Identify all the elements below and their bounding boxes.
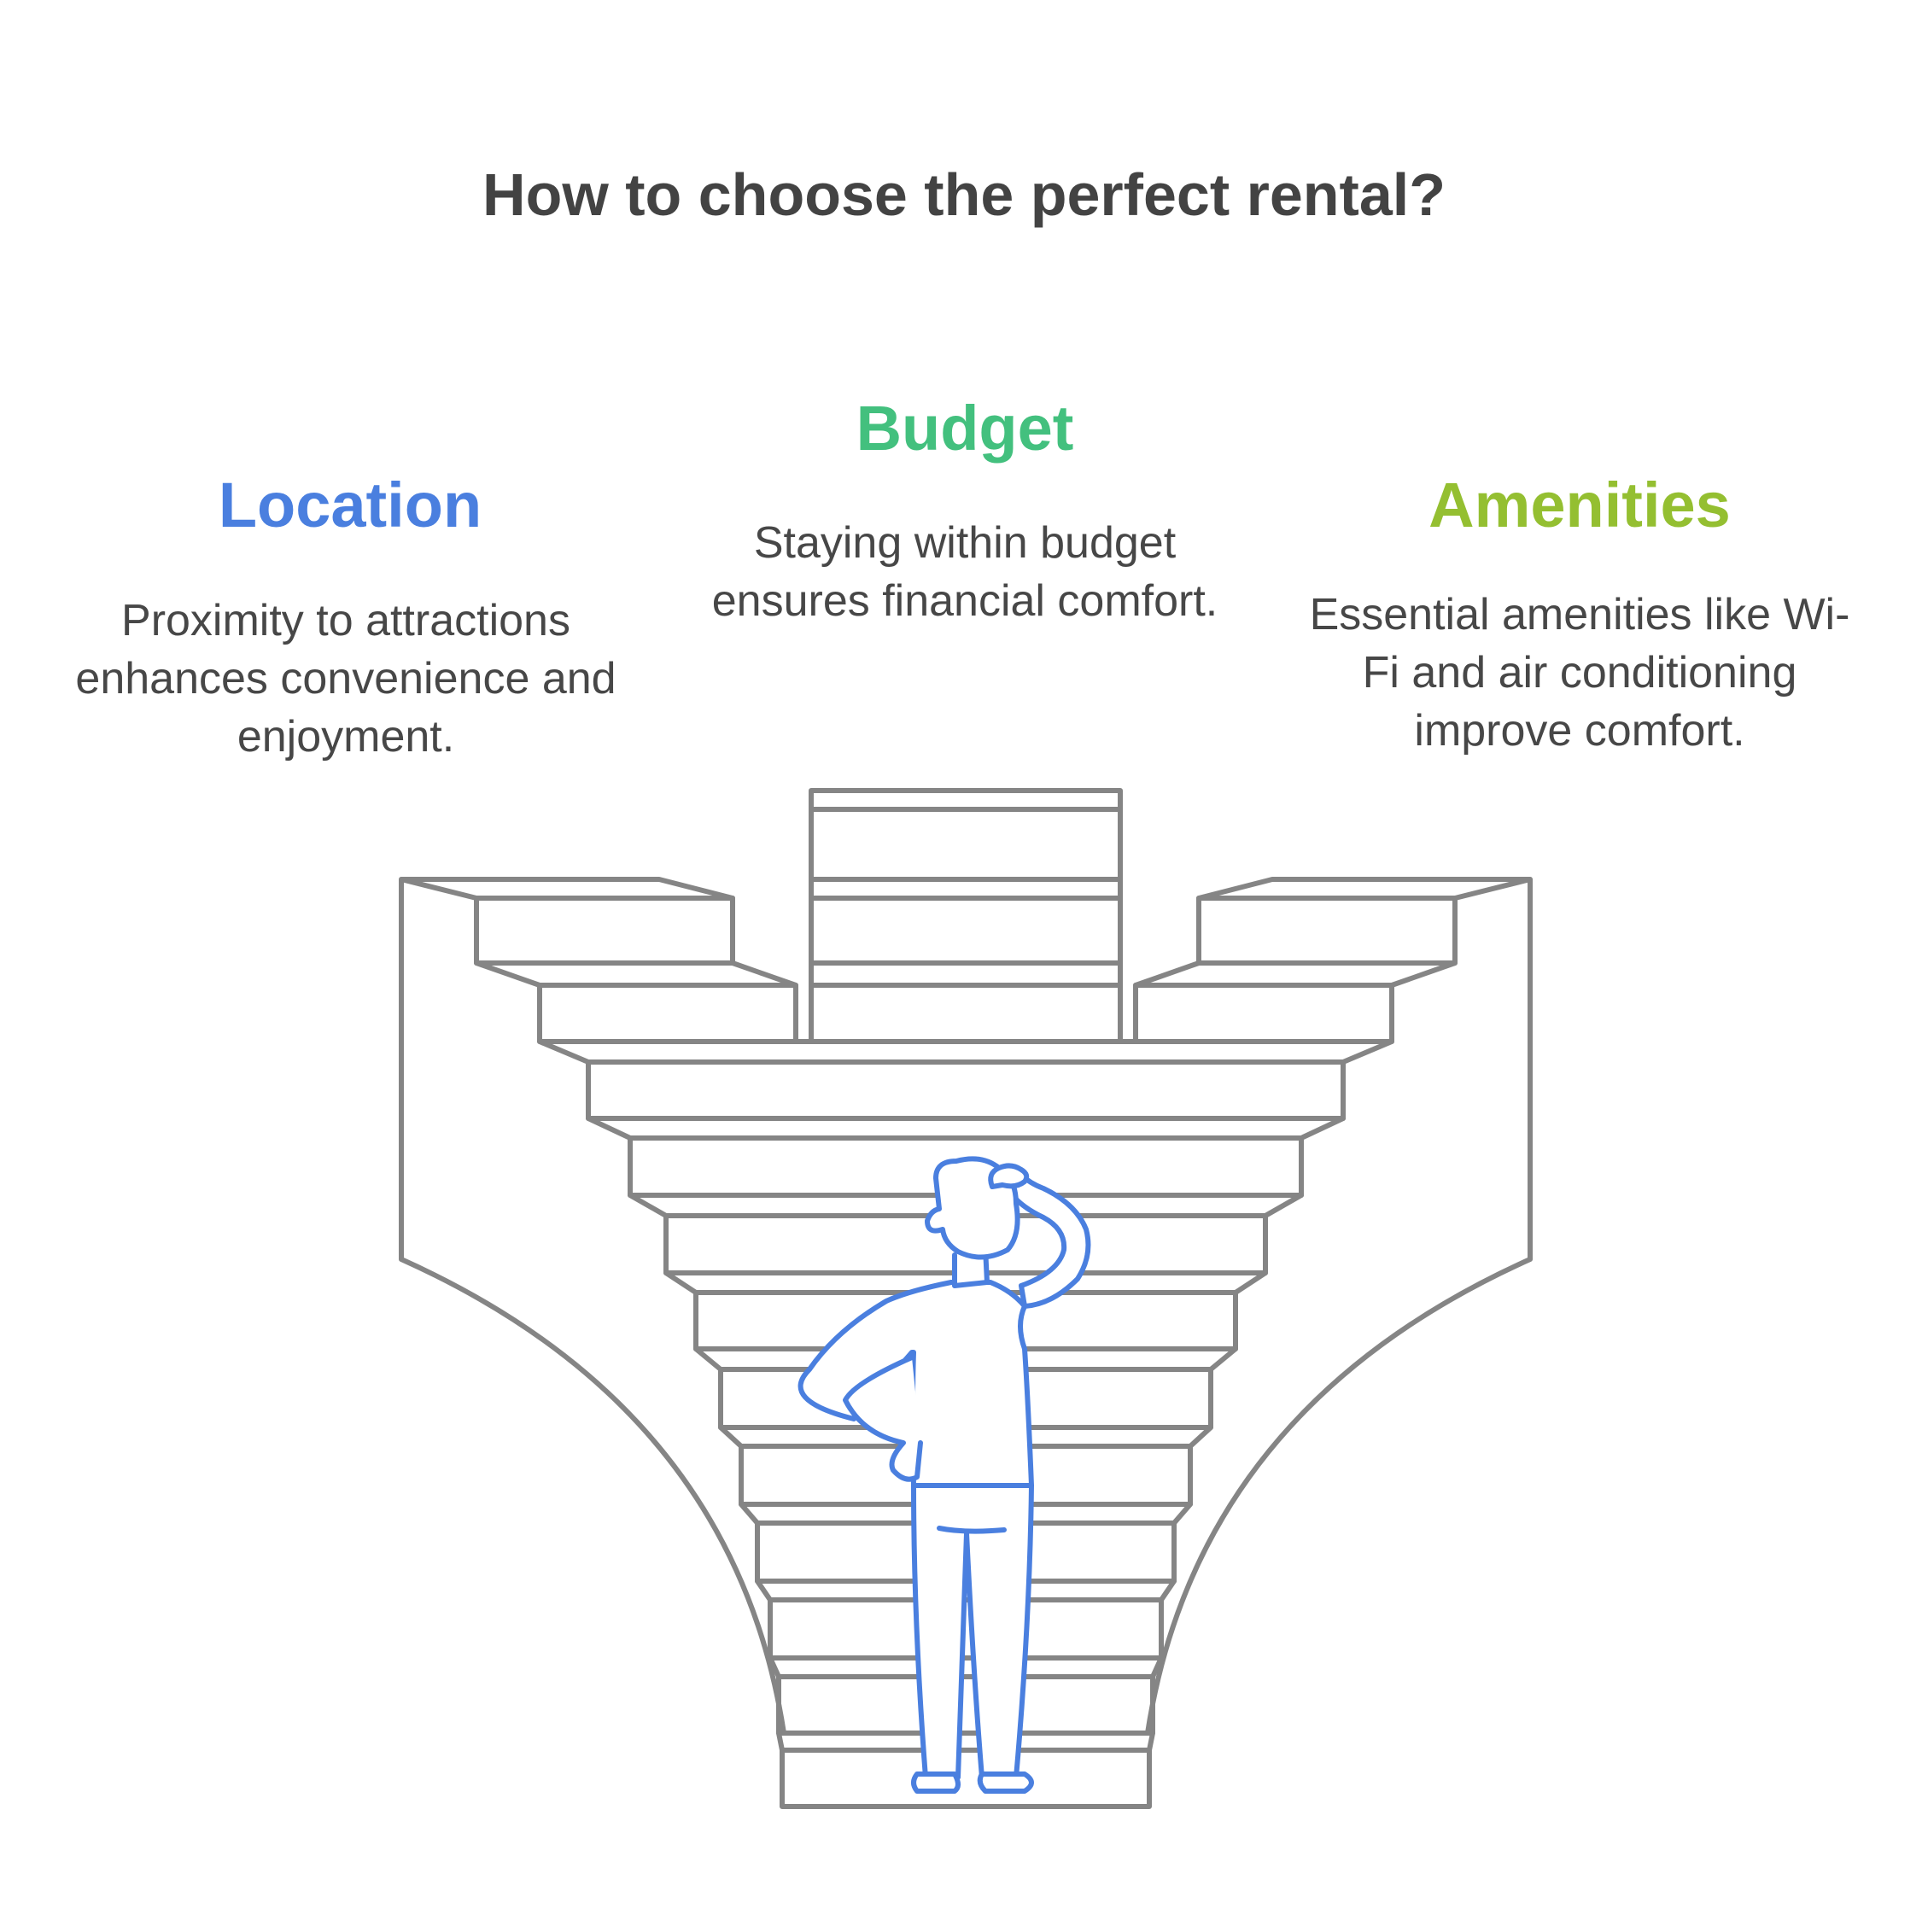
- budget-description: Staying within budget ensures financial …: [711, 518, 1218, 626]
- budget-heading: Budget: [856, 393, 1074, 464]
- page-title: How to choose the perfect rental?: [482, 161, 1446, 228]
- amenities-heading: Amenities: [1428, 470, 1731, 540]
- location-description: Proximity to attractions enhances conven…: [75, 596, 616, 762]
- amenities-description: Essential amenities like Wi-Fi and air c…: [1309, 590, 1850, 756]
- location-heading: Location: [218, 470, 482, 540]
- thinking-person-icon: [797, 1156, 1091, 1794]
